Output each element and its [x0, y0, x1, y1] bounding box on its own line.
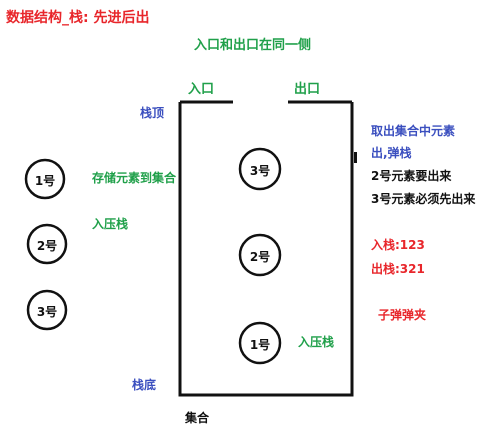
- entrance-label: 入口: [188, 82, 215, 97]
- stack-element-label: 1号: [249, 338, 271, 352]
- stack-circle-2: [238, 233, 282, 277]
- pop-text-line2: 出,弹栈: [371, 146, 412, 160]
- stack-circle-1: [238, 321, 282, 365]
- store-text-line2: 入压栈: [92, 217, 129, 231]
- stack-bottom-label: 栈底: [132, 378, 157, 392]
- left-element-label: 2号: [36, 239, 58, 253]
- left-element-label: 1号: [34, 174, 56, 188]
- left-element-label: 3号: [36, 305, 58, 319]
- pop-text-line4: 3号元素必须先出来: [371, 192, 476, 206]
- stack-top-label: 栈顶: [140, 106, 165, 120]
- stack-element-label: 2号: [249, 250, 271, 264]
- stack-container: [178, 100, 354, 397]
- left-circle-1: [24, 158, 66, 200]
- collection-label: 集合: [185, 411, 210, 425]
- page-title: 数据结构_栈: 先进后出: [6, 10, 150, 26]
- exit-label: 出口: [294, 82, 321, 97]
- pop-text-line3: 2号元素要出来: [371, 169, 452, 183]
- stack-circle-3: [238, 147, 282, 191]
- left-circle-2: [26, 223, 68, 265]
- left-circle-3: [26, 289, 68, 331]
- diagram-subtitle: 入口和出口在同一侧: [194, 38, 312, 53]
- cursor-marker: [354, 152, 357, 163]
- stack-element-label: 3号: [249, 164, 271, 178]
- pop-order-label: 出栈:321: [371, 262, 425, 276]
- pop-text-line1: 取出集合中元素: [371, 124, 456, 138]
- store-text-line1: 存储元素到集合: [92, 171, 177, 185]
- push-order-label: 入栈:123: [371, 238, 425, 252]
- container-walls: [178, 102, 354, 397]
- analogy-label: 子弹弹夹: [378, 308, 427, 322]
- push-inside-label: 入压栈: [298, 335, 335, 349]
